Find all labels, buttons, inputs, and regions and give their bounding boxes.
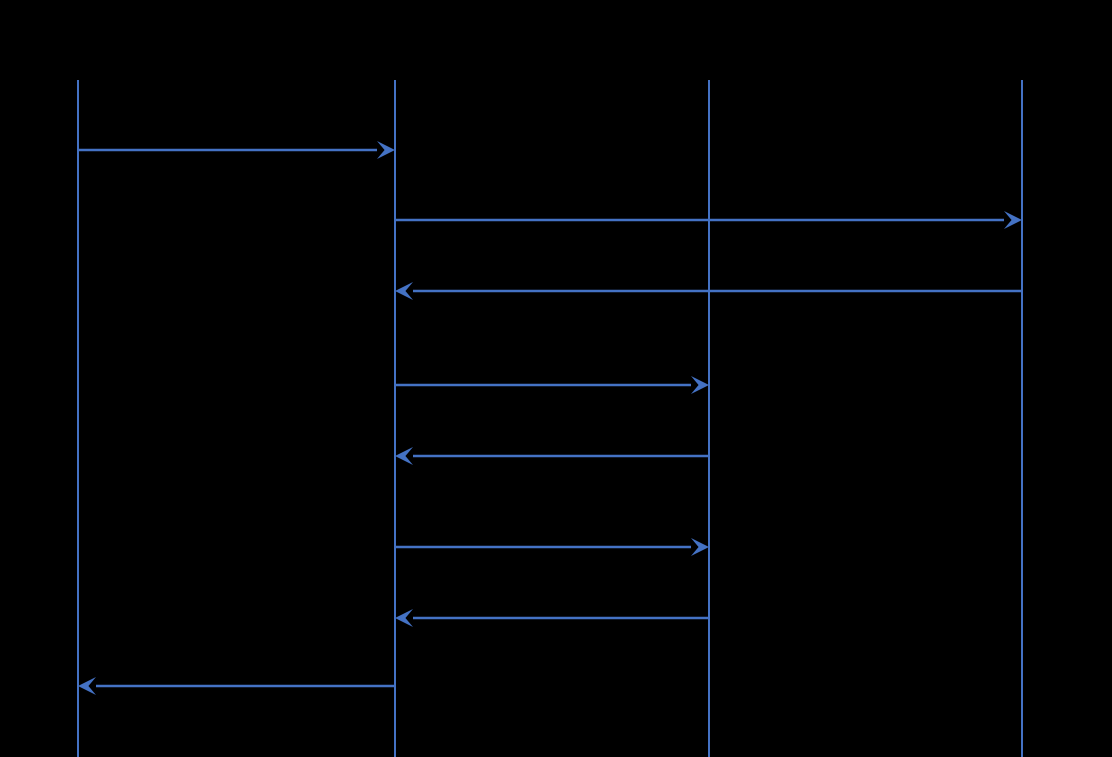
arrowhead-icon-4 (691, 376, 709, 394)
messages-group (78, 141, 1022, 695)
arrowhead-icon-1 (377, 141, 395, 159)
arrowhead-icon-8 (78, 677, 96, 695)
arrowhead-icon-6 (691, 538, 709, 556)
lifelines-group (76, 80, 1024, 757)
arrowhead-icon-2 (1004, 211, 1022, 229)
arrowhead-icon-7 (395, 609, 413, 627)
arrowhead-icon-5 (395, 447, 413, 465)
arrowhead-icon-3 (395, 282, 413, 300)
